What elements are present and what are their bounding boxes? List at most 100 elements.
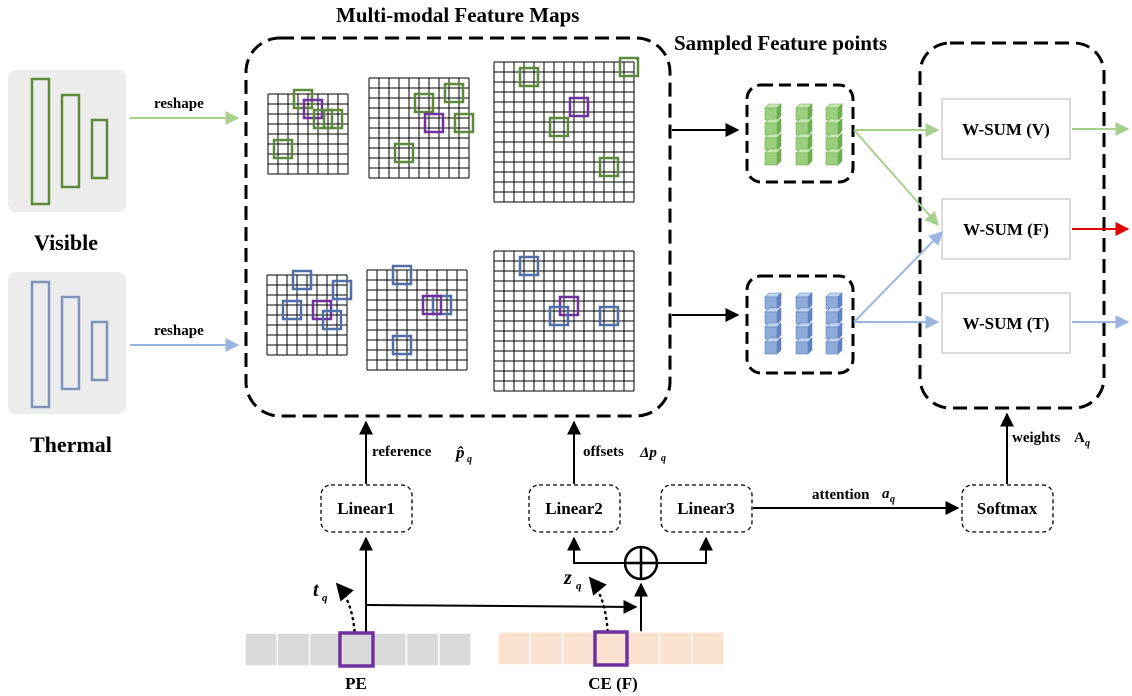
wsum-f-node	[941, 198, 1071, 260]
thermal-backbone-panel	[8, 272, 126, 414]
thermal-cube	[764, 337, 782, 355]
thermal-cube-face	[764, 326, 778, 340]
visible-cube	[825, 103, 843, 121]
thermal-cube	[764, 307, 782, 325]
sampled-point-marker	[413, 92, 435, 114]
sum-to-linear3-arrow	[657, 536, 713, 564]
reshape-thermal-label: reshape	[154, 323, 204, 339]
thermal-cube-face	[764, 296, 778, 310]
feature-maps-container	[244, 36, 672, 418]
ce-cell	[529, 631, 564, 666]
wsum-v-label: W-SUM (V)	[962, 120, 1050, 139]
feature-grid-visible-3	[493, 56, 640, 203]
visible-cube	[825, 133, 843, 151]
visible-cube-face	[825, 152, 839, 166]
ce-cell	[594, 631, 628, 666]
linear2-node	[528, 484, 621, 533]
visible-cube-face	[825, 107, 839, 121]
ce-label: CE (F)	[588, 674, 638, 693]
wsum-v-node	[941, 98, 1071, 160]
attention-label: attention	[812, 487, 870, 503]
sampled-point-marker	[518, 255, 540, 277]
pe-cell	[276, 632, 311, 667]
sampled-point-marker	[598, 305, 620, 327]
visible-cube-face	[795, 152, 809, 166]
ce-embedding-row	[497, 631, 725, 666]
reference-point-marker	[421, 294, 443, 316]
visible-cube-face	[825, 122, 839, 136]
linear1-node	[320, 484, 413, 533]
thermal-cube-face	[795, 311, 809, 325]
visible-cube-face	[795, 107, 809, 121]
visible-cube-face	[795, 137, 809, 151]
pe-label: PE	[345, 674, 367, 693]
softmax-node	[961, 484, 1054, 533]
ce-cell	[497, 631, 532, 666]
offsets-label: offsets	[583, 444, 624, 460]
linear2-label: Linear2	[545, 499, 603, 518]
ce-cell	[561, 631, 596, 666]
visible-cube	[825, 148, 843, 166]
ce-cell	[658, 631, 693, 666]
feature-grid-visible-1	[267, 88, 349, 175]
sampled-point-marker	[443, 82, 465, 104]
pe-cell	[405, 632, 440, 667]
thermal-label: Thermal	[30, 432, 112, 457]
t-symbol: t	[313, 579, 320, 601]
linear1-label: Linear1	[337, 499, 395, 518]
ce-query-cell	[593, 630, 629, 667]
ce-cell	[691, 631, 725, 666]
visible-cube-face	[764, 122, 778, 136]
visible-cube	[764, 133, 782, 151]
wsum-container	[918, 41, 1106, 410]
pe-cell	[244, 632, 279, 667]
feature-grid-visible-2	[368, 77, 475, 179]
reference-label: reference	[372, 444, 432, 460]
thermal-cube-face	[825, 326, 839, 340]
sampled-point-marker	[391, 264, 413, 286]
thermal-cube	[795, 322, 813, 340]
feature-grids	[266, 56, 640, 392]
thermal-cube	[795, 292, 813, 310]
visible-cube-face	[764, 152, 778, 166]
visible-cube	[795, 133, 813, 151]
sampled-point-marker	[391, 334, 413, 356]
thermal-cube	[764, 292, 782, 310]
linear3-node	[660, 484, 753, 533]
visible-label: Visible	[34, 230, 98, 255]
visible-samples-box	[745, 83, 855, 184]
visible-cube	[764, 118, 782, 136]
softmax-label: Softmax	[977, 499, 1038, 518]
pe-embedding-row	[244, 632, 472, 667]
thermal-cube-face	[825, 311, 839, 325]
sum-to-linear2-arrow	[567, 536, 625, 564]
thermal-cube	[825, 292, 843, 310]
offsets-symbol: Δp	[639, 445, 657, 461]
reference-point-marker	[423, 112, 445, 134]
thermal-cube	[795, 307, 813, 325]
sampled-point-marker	[618, 56, 640, 78]
pe-cell	[341, 632, 375, 667]
thermal-cube	[825, 307, 843, 325]
visible-backbone-panel	[8, 70, 126, 212]
visible-to-wsum-f-arrow	[853, 129, 939, 227]
thermal-sampled-cubes	[764, 292, 843, 355]
sampled-point-marker	[518, 66, 540, 88]
thermal-cube-face	[825, 296, 839, 310]
reference-subscript: q	[467, 454, 472, 465]
attention-symbol: a	[882, 486, 890, 502]
visible-cube-face	[764, 137, 778, 151]
weights-label: weights	[1012, 430, 1060, 446]
ce-cell	[626, 631, 661, 666]
weights-symbol: A	[1074, 430, 1085, 446]
visible-cube	[795, 103, 813, 121]
feature-grid-thermal-2	[366, 264, 468, 371]
visible-cube	[795, 148, 813, 166]
visible-cube	[764, 103, 782, 121]
thermal-samples-box	[745, 274, 855, 375]
weights-subscript: q	[1085, 438, 1090, 449]
feature-grid-thermal-1	[266, 269, 353, 356]
sampled-point-marker	[548, 116, 570, 138]
linear3-label: Linear3	[677, 499, 735, 518]
